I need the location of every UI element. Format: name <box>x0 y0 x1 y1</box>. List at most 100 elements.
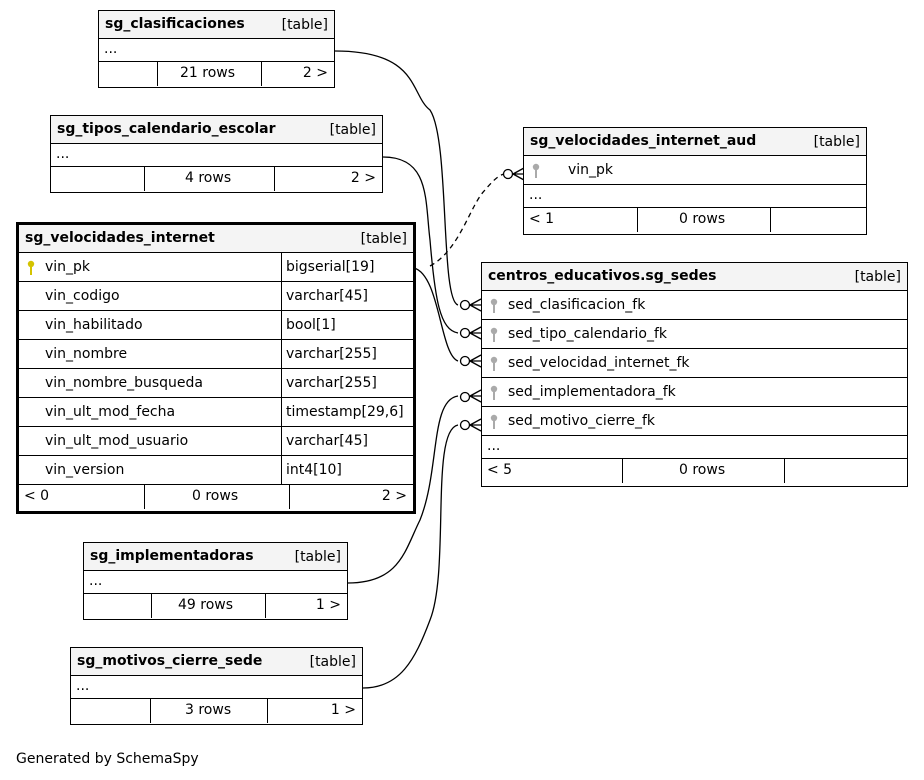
row-count: 21 rows <box>180 65 236 81</box>
table-kind: [table] <box>309 654 356 670</box>
table-header: sg_velocidades_internet_aud [table] <box>524 128 866 156</box>
table-sg-tipos-calendario-escolar[interactable]: sg_tipos_calendario_escolar [table] ... … <box>50 115 383 193</box>
table-footer: < 0 0 rows 2 > <box>19 485 413 509</box>
column-type: varchar[45] <box>286 288 368 304</box>
table-kind: [table] <box>360 231 407 247</box>
parents-count: < 0 <box>24 488 50 504</box>
column-row[interactable]: sed_motivo_cierre_fk <box>482 407 907 436</box>
column-name: sed_clasificacion_fk <box>508 297 646 313</box>
table-name: sg_implementadoras <box>90 548 254 564</box>
column-row[interactable]: sed_implementadora_fk <box>482 378 907 407</box>
table-kind: [table] <box>294 549 341 565</box>
more-columns: ... <box>51 144 382 167</box>
link-aud <box>429 173 505 267</box>
children-count: 2 > <box>350 170 376 186</box>
column-row[interactable]: vin_nombre_busqueda varchar[255] <box>19 369 413 398</box>
column-name: sed_motivo_cierre_fk <box>508 413 656 429</box>
column-row[interactable]: vin_codigo varchar[45] <box>19 282 413 311</box>
link-motivos-cierre <box>362 424 459 689</box>
table-name: sg_clasificaciones <box>105 16 245 32</box>
crowfoot-1 <box>469 298 482 312</box>
crowfoot-3 <box>469 354 482 368</box>
children-count: 1 > <box>330 702 356 718</box>
column-row[interactable]: sed_tipo_calendario_fk <box>482 320 907 349</box>
more-columns: ... <box>482 436 907 459</box>
generated-by-caption: Generated by SchemaSpy <box>16 751 199 767</box>
table-footer: 4 rows 2 > <box>51 167 382 191</box>
column-row[interactable]: vin_nombre varchar[255] <box>19 340 413 369</box>
table-header: centros_educativos.sg_sedes [table] <box>482 263 907 291</box>
column-row[interactable]: vin_ult_mod_usuario varchar[45] <box>19 427 413 456</box>
column-name: vin_pk <box>45 259 91 275</box>
column-row[interactable]: vin_version int4[10] <box>19 456 413 485</box>
column-type: bool[1] <box>286 317 336 333</box>
children-count: 1 > <box>315 597 341 613</box>
table-header: sg_clasificaciones [table] <box>99 11 334 39</box>
table-footer: < 5 0 rows <box>482 459 907 483</box>
crowfoot-aud <box>512 167 525 181</box>
column-name: vin_codigo <box>45 288 120 304</box>
column-name: vin_habilitado <box>45 317 143 333</box>
table-kind: [table] <box>854 269 901 285</box>
table-header: sg_implementadoras [table] <box>84 543 347 571</box>
foreign-key-icon <box>490 414 498 429</box>
more-columns: ... <box>71 676 362 699</box>
column-name: sed_velocidad_internet_fk <box>508 355 690 371</box>
link-velocidades <box>413 267 459 362</box>
column-row[interactable]: vin_habilitado bool[1] <box>19 311 413 340</box>
table-name: sg_velocidades_internet_aud <box>530 133 757 149</box>
parents-count: < 5 <box>487 462 513 478</box>
column-name: vin_ult_mod_usuario <box>45 433 189 449</box>
table-header: sg_tipos_calendario_escolar [table] <box>51 116 382 144</box>
table-footer: < 1 0 rows <box>524 208 866 232</box>
parents-count: < 1 <box>529 211 555 227</box>
column-row[interactable]: sed_velocidad_internet_fk <box>482 349 907 378</box>
optional-marker-aud <box>502 168 514 180</box>
table-header: sg_velocidades_internet [table] <box>19 225 413 253</box>
row-count: 3 rows <box>185 702 232 718</box>
column-row[interactable]: sed_clasificacion_fk <box>482 291 907 320</box>
table-header: sg_motivos_cierre_sede [table] <box>71 648 362 676</box>
column-type: timestamp[29,6] <box>286 404 404 420</box>
optional-marker-5 <box>459 419 471 431</box>
column-name: sed_implementadora_fk <box>508 384 676 400</box>
table-sg-velocidades-internet-aud[interactable]: sg_velocidades_internet_aud [table] vin_… <box>523 127 867 235</box>
table-name: sg_velocidades_internet <box>25 230 215 246</box>
crowfoot-2 <box>469 326 482 340</box>
column-type: varchar[255] <box>286 346 377 362</box>
column-row[interactable]: vin_pk <box>524 156 866 185</box>
column-type: int4[10] <box>286 462 342 478</box>
primary-key-icon <box>27 260 35 275</box>
table-sg-motivos-cierre-sede[interactable]: sg_motivos_cierre_sede [table] ... 3 row… <box>70 647 363 725</box>
column-row[interactable]: vin_pk bigserial[19] <box>19 253 413 282</box>
more-columns: ... <box>99 39 334 62</box>
column-name: vin_ult_mod_fecha <box>45 404 176 420</box>
row-count: 0 rows <box>679 211 726 227</box>
row-count: 4 rows <box>185 170 232 186</box>
link-clasificaciones <box>334 50 459 306</box>
column-row[interactable]: vin_ult_mod_fecha timestamp[29,6] <box>19 398 413 427</box>
column-name: vin_pk <box>568 162 614 178</box>
column-name: sed_tipo_calendario_fk <box>508 326 667 342</box>
table-sg-sedes[interactable]: centros_educativos.sg_sedes [table] sed_… <box>481 262 908 487</box>
column-name: vin_nombre <box>45 346 128 362</box>
table-sg-implementadoras[interactable]: sg_implementadoras [table] ... 49 rows 1… <box>83 542 348 620</box>
optional-marker-3 <box>459 355 471 367</box>
table-kind: [table] <box>281 17 328 33</box>
more-columns: ... <box>84 571 347 594</box>
foreign-key-icon <box>532 163 540 178</box>
table-kind: [table] <box>329 122 376 138</box>
table-footer: 21 rows 2 > <box>99 62 334 86</box>
row-count: 0 rows <box>192 488 239 504</box>
column-name: vin_nombre_busqueda <box>45 375 203 391</box>
link-implementadoras <box>347 395 459 584</box>
table-sg-velocidades-internet[interactable]: sg_velocidades_internet [table] vin_pk b… <box>16 222 416 514</box>
table-name: sg_tipos_calendario_escolar <box>57 121 276 137</box>
optional-marker-2 <box>459 327 471 339</box>
table-kind: [table] <box>813 134 860 150</box>
link-tipos-calendario <box>382 156 459 334</box>
table-sg-clasificaciones[interactable]: sg_clasificaciones [table] ... 21 rows 2… <box>98 10 335 88</box>
crowfoot-5 <box>469 418 482 432</box>
crowfoot-4 <box>469 389 482 403</box>
